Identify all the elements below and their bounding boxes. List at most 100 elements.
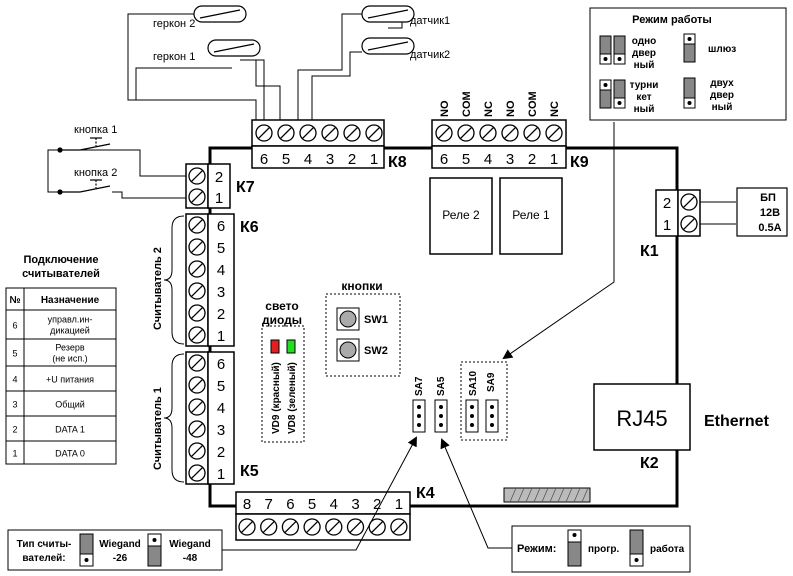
k8-pin-4: 4 [304,151,312,168]
k7-screw-2 [188,167,206,185]
power-title: БП [760,192,776,204]
jumper-sa10 [465,399,479,433]
k9-pin-5: 5 [462,151,470,168]
jumper-wiegand-48 [147,533,162,567]
jumper-wiegand-26 [79,533,94,567]
datchik-1-label: датчик1 [410,15,450,27]
gerkon-2-label: геркон 2 [153,18,195,30]
sa9-label: SA9 [486,372,497,392]
sa7-label: SA7 [414,376,425,396]
buttons-box [325,293,401,377]
knopka-2-symbol [57,179,111,195]
k5-pin-6: 6 [217,356,225,373]
k1-pin-2: 2 [663,195,671,212]
gerkon-2-switch [193,5,247,23]
k9-screw-3 [501,124,519,142]
knopka-1-label: кнопка 1 [74,124,117,136]
terminal-k1: 21 К1 [640,189,701,260]
jumper-sa9 [485,399,499,433]
k6-label: К6 [240,219,259,236]
ethernet-label: Ethernet [704,413,770,430]
k1-screw-2 [680,193,698,211]
k9-pin-3: 3 [506,151,514,168]
leds-title-1: свето [265,299,298,313]
k8-screw-5 [277,124,295,142]
k6-screw-3 [188,282,206,300]
jumper-gateway [683,33,696,63]
k9-contact-1: COM [461,91,473,117]
turnstile-1: турни [630,80,659,91]
k5-screw-1 [188,464,206,482]
mode-label: Режим: [517,543,556,555]
mode-select-arrow [440,438,512,549]
reader-row-num-6: 6 [12,321,17,331]
mode-prog-label: прогр. [588,544,620,555]
wiegand-26-2: -26 [113,553,128,564]
k9-contact-4: COM [527,91,539,117]
reader-2-label: Считыватель 2 [152,247,164,330]
wiegand-48-2: -48 [183,553,198,564]
k4-pin-7: 7 [265,496,273,513]
reader-type-label-1: Тип считы- [17,539,72,550]
rj45-label: RJ45 [616,406,667,431]
buttons-title: кнопки [341,279,382,293]
k5-pin-4: 4 [217,400,225,417]
turnstile-3: ный [634,104,655,115]
double-door-2: двер [710,90,734,101]
single-door-2: двер [632,48,656,59]
k4-pin-3: 3 [351,496,359,513]
k9-contact-0: NO [439,100,451,117]
relay-1 [499,177,563,255]
k5-pin-5: 5 [217,378,225,395]
terminal-k7: 21 К7 [185,163,255,209]
k5-pin-1: 1 [217,466,225,483]
k4-screw-4 [325,518,343,536]
wiegand-26-1: Wiegand [99,539,141,550]
k4-screw-8 [238,518,256,536]
k9-pin-2: 2 [528,151,536,168]
k1-screw-1 [680,215,698,233]
reader-type-arrow [222,436,417,551]
leds-title-2: диоды [262,313,302,327]
reader-row-num-1: 1 [12,449,17,459]
gerkon-1-switch [207,39,261,57]
k7-screw-1 [188,188,206,206]
k1-pin-1: 1 [663,217,671,234]
relay-2 [429,177,493,255]
reader-row-purpose2-5: (не исп.) [52,354,87,364]
k6-pin-6: 6 [217,218,225,235]
k7-label: К7 [236,179,255,196]
k9-contact-5: NC [549,101,561,117]
k9-contact-2: NC [483,101,495,117]
mode-arrow [502,122,615,360]
k8-screw-4 [299,124,317,142]
k4-screw-2 [368,518,386,536]
turnstile-2: кет [636,92,651,103]
k9-contact-3: NO [505,100,517,117]
k5-pin-3: 3 [217,422,225,439]
k7-pin-1: 1 [215,190,223,207]
k9-pin-4: 4 [484,151,492,168]
k4-screw-6 [281,518,300,536]
mode-work-label: работа [650,543,685,555]
k2-label: К2 [640,455,659,472]
k5-label: К5 [240,463,259,480]
k4-pin-4: 4 [330,496,338,513]
reader-2-brace [163,215,185,345]
k5-pin-2: 2 [217,444,225,461]
reader-type-box [7,529,223,571]
k6-screw-6 [188,216,206,234]
k6-screw-5 [188,238,206,256]
k8-screw-2 [343,124,361,142]
knopka-1-symbol [57,137,111,153]
k9-pin-6: 6 [440,151,448,168]
k6-screw-1 [188,326,206,344]
reader-row-purpose-1: DATA 0 [55,449,85,459]
k9-screw-2 [523,124,541,142]
k4-pin-6: 6 [286,496,294,513]
reader-row-purpose-4: +U питания [46,375,94,385]
k5-screw-4 [188,398,206,416]
k4-screw-5 [303,518,321,536]
